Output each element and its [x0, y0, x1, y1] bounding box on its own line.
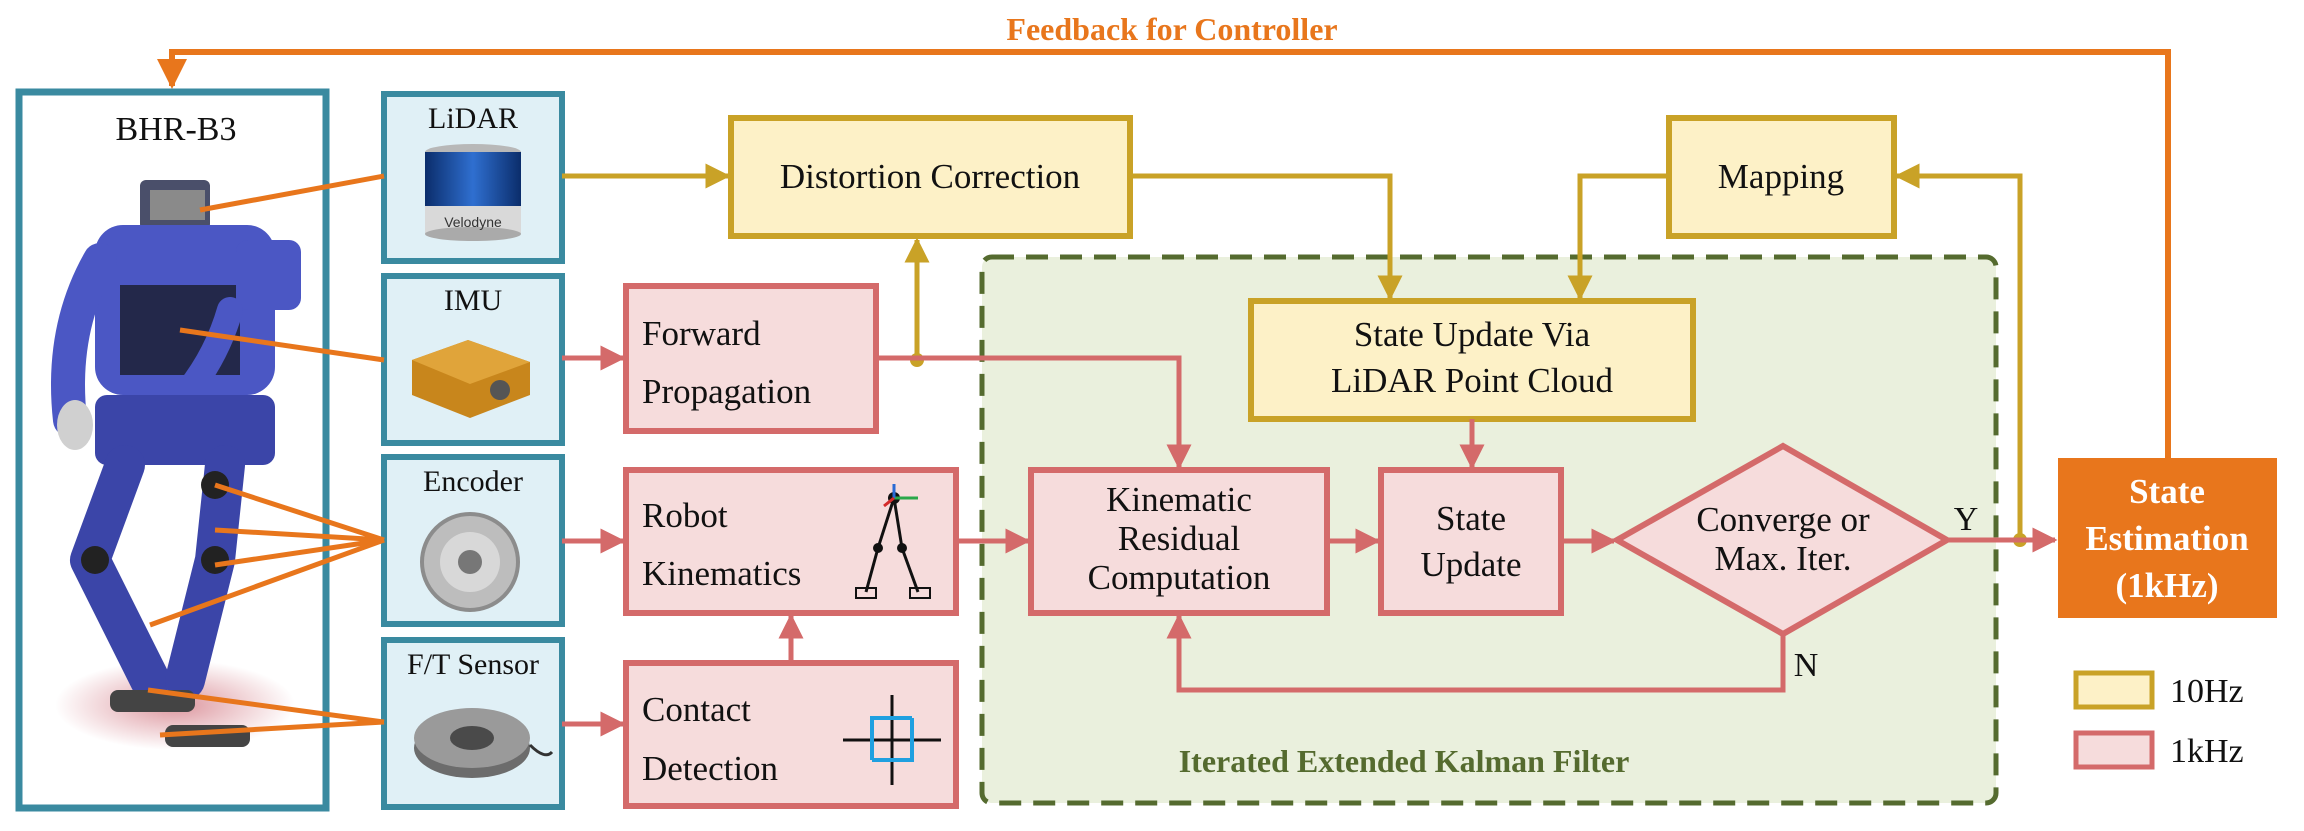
contact-detection-block — [623, 660, 959, 809]
feedback-label: Feedback for Controller — [1006, 11, 1337, 47]
state-update-line1: State — [1436, 499, 1506, 538]
robot-name: BHR-B3 — [116, 111, 237, 148]
legend-swatch-1khz — [2073, 730, 2155, 770]
lidar-icon: Velodyne — [425, 144, 521, 241]
branch-label-yes: Y — [1954, 501, 1979, 538]
feedback-arrow — [157, 49, 2171, 465]
kinematic-residual-line1: Kinematic — [1106, 480, 1252, 519]
state-update-lidar-line1: State Update Via — [1354, 315, 1591, 354]
sensor-label-ft: F/T Sensor — [407, 648, 539, 681]
legend: 10Hz 1kHz — [2073, 670, 2244, 770]
state-update-block — [1378, 467, 1564, 616]
sensor-label-encoder: Encoder — [423, 465, 523, 498]
kinematic-residual-block — [1028, 467, 1330, 616]
sensor-robot-links — [147, 173, 385, 738]
converge-line1: Converge or — [1696, 500, 1870, 539]
gold-arrows — [562, 163, 2023, 540]
imu-icon — [412, 340, 530, 418]
ft-sensor-icon — [414, 708, 554, 778]
forward-propagation-line1: Forward — [642, 314, 761, 353]
kinematic-residual-line2: Residual — [1118, 519, 1241, 558]
lidar-brand: Velodyne — [444, 214, 502, 230]
state-update-lidar-block — [1248, 298, 1696, 422]
sensor-label-lidar: LiDAR — [428, 102, 518, 135]
converge-line2: Max. Iter. — [1714, 539, 1851, 578]
forward-propagation-block — [623, 283, 879, 434]
leg-kinematics-icon — [855, 484, 931, 599]
iekf-label: Iterated Extended Kalman Filter — [1179, 743, 1630, 779]
branch-label-no: N — [1794, 647, 1819, 684]
state-estimation-line1: State — [2129, 472, 2205, 511]
mapping-label: Mapping — [1718, 157, 1844, 196]
sensor-label-imu: IMU — [444, 284, 503, 317]
red-arrows — [562, 345, 2058, 737]
legend-label-1khz: 1kHz — [2170, 733, 2244, 770]
robot-kinematics-line2: Kinematics — [642, 554, 801, 593]
distortion-correction-label: Distortion Correction — [780, 157, 1080, 196]
state-estimation-line2: Estimation — [2085, 519, 2248, 558]
state-update-lidar-line2: LiDAR Point Cloud — [1331, 361, 1613, 400]
contact-detection-line1: Contact — [642, 690, 751, 729]
state-estimation-block — [2058, 458, 2277, 618]
legend-swatch-10hz — [2073, 670, 2155, 710]
state-update-line2: Update — [1420, 545, 1521, 584]
distortion-correction-block — [728, 115, 1133, 239]
humanoid-robot-icon — [51, 180, 301, 750]
hysteresis-icon — [843, 695, 941, 785]
robot-kinematics-line1: Robot — [642, 496, 728, 535]
contact-detection-line2: Detection — [642, 749, 778, 788]
legend-label-10hz: 10Hz — [2170, 673, 2244, 710]
forward-propagation-line2: Propagation — [642, 372, 811, 411]
kinematic-residual-line3: Computation — [1088, 558, 1271, 597]
state-estimation-line3: (1kHz) — [2115, 566, 2218, 605]
encoder-icon — [420, 512, 520, 612]
